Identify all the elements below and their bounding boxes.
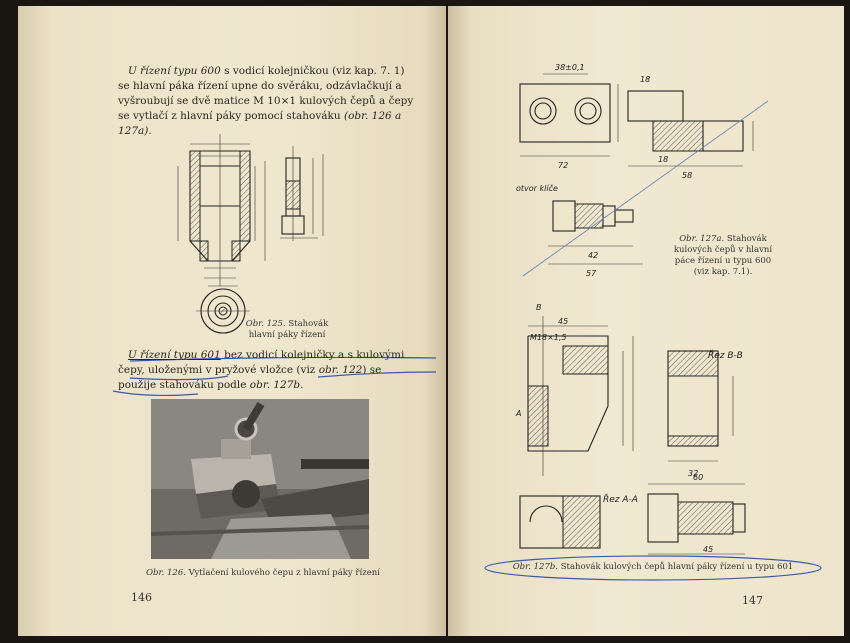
figure-127a-caption: Obr. 127a. Stahovák kulových čepů v hlav…: [673, 234, 773, 278]
fig127a-block-front: [519, 73, 619, 157]
fig127b-front: [527, 316, 634, 476]
dim-label: 58: [682, 171, 692, 180]
right-page: 38±0,1 18 72 18 58 otvor klíče 42 57 B 4…: [448, 6, 844, 636]
figure-127a-drawing: [484, 73, 822, 581]
dim-label: 45: [558, 317, 568, 326]
dim-label: 18: [640, 75, 650, 84]
dim-label: 38±0,1: [555, 63, 585, 72]
fig127a-caption-num: Obr. 127a.: [679, 234, 725, 244]
fig127a-caption-text: Stahovák kulových čepů v hlavní páce říz…: [673, 234, 773, 277]
dim-label: otvor klíče: [516, 183, 558, 193]
dim-label: A: [515, 409, 521, 418]
dim-label: 72: [558, 161, 568, 170]
puller-end-view: [196, 285, 250, 334]
fig127-dimension-labels: 38±0,1 18 72 18 58 otvor klíče 42 57 B 4…: [515, 63, 743, 554]
fig127b-section-aa: [647, 483, 746, 555]
figure-126-caption: Obr. 126. Vytlačení kulového čepu z hlav…: [138, 568, 388, 579]
fig126-caption-text: Vytlačení kulového čepu z hlavní páky ří…: [188, 568, 380, 578]
figure-127b-caption: Obr. 127b. Stahovák kulových čepů hlavní…: [488, 562, 818, 573]
dim-label: 42: [588, 251, 598, 260]
para2-text: bez vodicí kolejničky a s kulovými čepy,…: [118, 349, 405, 376]
page-number-left: 146: [131, 591, 152, 604]
dim-label: B: [536, 303, 542, 312]
fig127b-section-bb: [667, 350, 734, 462]
dim-label: M18×1,5: [530, 333, 567, 342]
fig127a-side: [627, 90, 754, 167]
figure-126-photo: [151, 399, 369, 559]
dim-label: Řez B-B: [708, 349, 743, 361]
fig127b-caption-text: Stahovák kulových čepů hlavní páky řízen…: [560, 562, 794, 572]
dim-label: 32: [688, 469, 698, 478]
dim-label: 18: [658, 155, 668, 164]
dim-label: 57: [586, 269, 597, 278]
figure-125-drawing: [112, 134, 437, 397]
paragraph-type-601: U řízení typu 601 bez vodicí kolejničky …: [118, 348, 418, 393]
para1-ref: (obr. 126 a 127a).: [118, 110, 402, 137]
figure-125-caption: Obr. 125. Stahovák hlavní páky řízení: [244, 319, 330, 341]
para2-text2: ) se použije stahováku podle: [118, 364, 382, 391]
fig126-caption-num: Obr. 126.: [146, 568, 186, 578]
para2-ref1: obr. 122: [318, 364, 363, 376]
dim-label: 60: [693, 473, 703, 482]
para1-text: s vodicí kolejničkou (viz kap. 7. 1) se …: [118, 65, 414, 122]
paragraph-type-600: U řízení typu 600 s vodicí kolejničkou (…: [118, 64, 418, 139]
fig125-caption-num: Obr. 125.: [245, 319, 286, 329]
para1-lead: U řízení typu 600: [128, 65, 221, 77]
para2-lead: U řízení typu 601: [128, 349, 221, 361]
fig127a-screw: [548, 200, 643, 265]
page-number-right: 147: [742, 594, 763, 607]
fig127b-caption-num: Obr. 127b.: [512, 562, 559, 572]
puller-body: [177, 134, 266, 286]
left-page: U řízení typu 600 s vodicí kolejničkou (…: [18, 6, 446, 636]
dim-label: Řez A-A: [603, 493, 638, 505]
puller-screw: [280, 146, 324, 241]
dim-label: 45: [703, 545, 713, 554]
fig125-caption-text: Stahovák hlavní páky řízení: [248, 319, 329, 340]
fig127b-bottom: [519, 495, 601, 549]
para2-ref2: obr. 127b.: [249, 379, 304, 391]
